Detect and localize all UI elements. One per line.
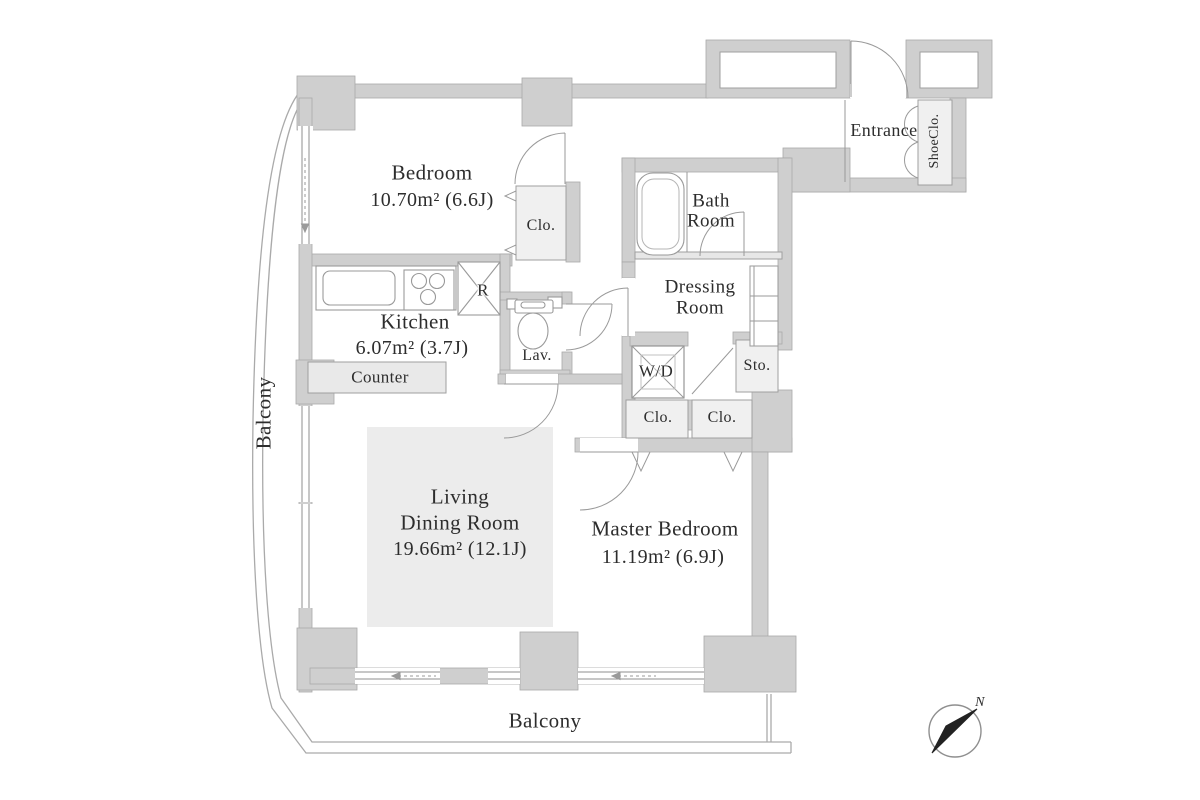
dressing-shelves: [749, 265, 779, 347]
door-arcs: [503, 40, 919, 511]
dressing-label-2: Room: [675, 297, 725, 319]
dressing-door-arc: [579, 287, 629, 337]
compass-icon: [928, 704, 982, 758]
balcony-outline: [252, 87, 792, 754]
bedroom-label: Bedroom: [391, 160, 473, 185]
bedroom-area: 10.70m² (6.6J): [370, 189, 494, 211]
refrigerator-label: R: [477, 280, 489, 300]
lavatory-door-arc: [565, 303, 613, 351]
entrance-door-arc: [850, 40, 909, 99]
balcony-left-label: Balcony: [251, 376, 276, 450]
shoe-closet-door-arcs: [904, 105, 919, 179]
bedroom-closet-label: Clo.: [526, 217, 556, 234]
master-bedroom-label: Master Bedroom: [591, 516, 739, 541]
living-door-arc: [503, 383, 559, 439]
storage-door-line: [691, 347, 734, 395]
master-door-arc: [579, 451, 639, 511]
washer-dryer-label: W/D: [638, 361, 674, 381]
bath-label-1: Bath: [692, 190, 730, 212]
kitchen-label: Kitchen: [380, 309, 450, 334]
washer-dryer-icon: [631, 345, 685, 399]
hall-closet-left-label: Clo.: [643, 409, 673, 426]
kitchen-counter: [307, 361, 447, 394]
compass-north-label: N: [975, 695, 985, 710]
bath-dressing-partition: [634, 251, 783, 260]
toilet-icon: [506, 296, 563, 350]
master-bedroom-area: 11.19m² (6.9J): [601, 546, 725, 568]
entrance-label: Entrance: [850, 120, 918, 140]
storage-label: Sto.: [743, 357, 771, 374]
living-floor-shade: [367, 427, 553, 627]
hall-closet-right: [691, 399, 753, 439]
bath-label-2: Room: [686, 210, 736, 232]
bathtub-icon: [636, 172, 688, 256]
bedroom-closet-ticks: [503, 190, 517, 256]
living-label-1: Living: [430, 484, 490, 509]
shoe-closet-label: ShoeClo.: [927, 113, 942, 169]
master-closet-ticks: [631, 451, 743, 473]
kitchen-area: 6.07m² (3.7J): [355, 337, 469, 359]
counter-label: Counter: [351, 367, 409, 387]
lavatory-label: Lav.: [522, 347, 552, 364]
living-label-2: Dining Room: [400, 510, 520, 535]
hall-closet-right-label: Clo.: [707, 409, 737, 426]
sink-icon: [322, 270, 396, 306]
balcony-bottom-label: Balcony: [508, 708, 582, 733]
living-area: 19.66m² (12.1J): [393, 538, 527, 560]
dressing-label-1: Dressing: [664, 276, 736, 298]
bath-door-arc: [699, 211, 745, 257]
bedroom-closet: [515, 185, 567, 261]
alcove-niches: [719, 51, 979, 89]
hall-closet-left: [625, 399, 689, 439]
slider-arrows: [300, 158, 656, 681]
bedroom-door-arc: [514, 132, 566, 185]
kitchen-fixtures: [315, 261, 501, 316]
